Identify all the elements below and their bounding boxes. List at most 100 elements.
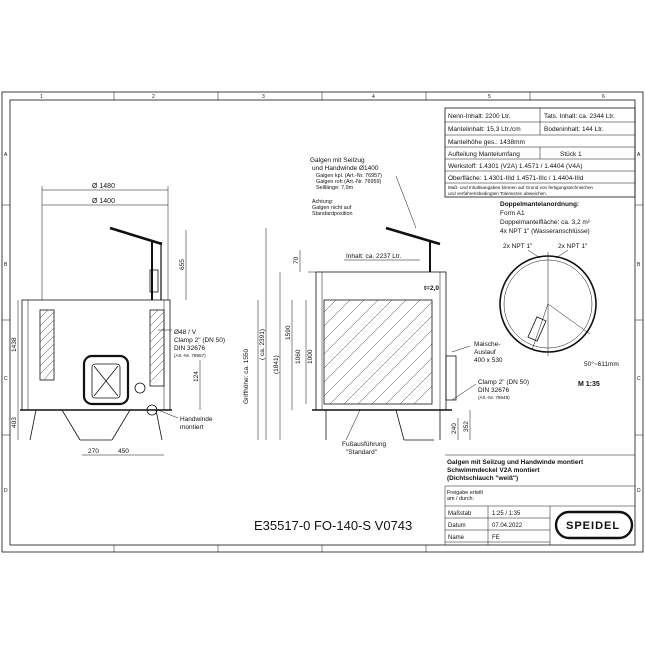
dim-grip: Griffhöhe: ca. 1550	[243, 348, 250, 404]
row-d-right: D	[637, 488, 641, 494]
jacket-hatch-left	[39, 309, 165, 383]
jacket-hatch-side	[323, 299, 433, 405]
desc-2: Schwimmdeckel V2A montiert	[447, 467, 540, 474]
drawing-code: E35517-0 FO-140-S V0743	[254, 518, 412, 533]
col-5: 5	[488, 94, 491, 100]
plan-scale: M 1:35	[578, 381, 600, 388]
col-3: 3	[262, 94, 265, 100]
clamp-label-4: (Art.-Nr. 79657)	[174, 353, 206, 358]
manway-3: 400 x 530	[474, 357, 503, 364]
spec-footnote-2: und verfahrensbedingten Toleranzen abwei…	[448, 191, 547, 196]
clamp2-3: (Art.-Nr. 79649)	[478, 395, 510, 400]
outer-frame	[1, 91, 644, 553]
date-label: Datum	[448, 523, 466, 529]
plan-line-2: Doppelmantelfläche: ca. 3,2 m²	[500, 219, 591, 226]
col-2: 2	[152, 94, 155, 100]
col-4: 4	[372, 94, 375, 100]
spec-tats: Tats. Inhalt: ca. 2344 Ltr.	[544, 113, 615, 120]
dim-height: 1438	[11, 337, 18, 352]
clamp-label-3: DIN 32676	[174, 345, 205, 352]
dim-1590: 1590	[285, 325, 292, 340]
dim-655: 655	[179, 259, 186, 270]
dim-124: 124	[193, 371, 200, 382]
name-value: FE	[492, 535, 500, 541]
dim-2391: ( ca. 2391)	[259, 329, 266, 360]
speidel-logo	[554, 510, 634, 540]
row-b-right: B	[637, 262, 641, 268]
scale-value: 1:25 / 1:35	[492, 511, 521, 517]
dim-1841: (1841)	[273, 355, 280, 374]
row-a-right: A	[637, 152, 641, 158]
dim-inner: Ø 1400	[92, 198, 115, 205]
clamp2-2: DIN 32676	[478, 387, 509, 394]
row-a: A	[4, 152, 8, 158]
row-c: C	[4, 376, 8, 382]
front-view: Ø 1480 Ø 1400	[11, 183, 259, 456]
inner-frame	[9, 99, 636, 546]
attention-1: Achtung:	[312, 199, 333, 205]
date-value: 07.04.2022	[492, 523, 523, 529]
row-d: D	[4, 488, 8, 494]
dim-270: 270	[88, 448, 99, 455]
col-1: 1	[40, 94, 43, 100]
logo-text: SPEIDEL	[566, 520, 620, 532]
scale-label: Maßstab	[448, 511, 472, 517]
spec-nenn: Nenn-Inhalt: 2200 Ltr.	[448, 113, 511, 120]
crane-art-1: Galgen kpl. (Art.-Nr. 76957)	[316, 173, 382, 179]
angle-label: 50°~611mm	[584, 360, 619, 368]
row-b: B	[4, 262, 8, 268]
npt-left: 2x NPT 1"	[503, 243, 533, 250]
dim-1000: 1000	[307, 349, 314, 364]
crane-label-1: Galgen mit Seilzug	[310, 157, 365, 164]
title-block: Galgen mit Seilzug und Handwinde montier…	[254, 454, 635, 545]
desc-1: Galgen mit Seilzug und Handwinde montier…	[447, 459, 584, 466]
crane-label-2: und Handwinde Ø1400	[312, 165, 379, 172]
thickness-label: t=2,0	[424, 285, 439, 292]
winch-label-1: Handwinde	[180, 416, 213, 423]
dim-240: 240	[451, 423, 458, 434]
release-2: am / durch:	[447, 496, 474, 502]
side-view: Galgen mit Seilzug und Handwinde Ø1400 G…	[259, 157, 529, 456]
dim-70: 70	[293, 256, 300, 264]
content-label: Inhalt: ca. 2237 Ltr.	[346, 253, 401, 260]
feet-1: Fußausführung	[342, 441, 386, 448]
plan-line-3: 4x NPT 1" (Wasseranschlüsse)	[500, 228, 590, 235]
name-label: Name	[448, 535, 465, 541]
spec-table: Nenn-Inhalt: 2200 Ltr. Tats. Inhalt: ca.…	[444, 107, 636, 198]
spec-oberflaeche: Oberfläche: 1.4301-IIId 1.4571-IIIc / 1.…	[448, 175, 584, 182]
row-c-right: C	[637, 376, 641, 382]
dim-lower: 403	[11, 417, 18, 428]
npt-right: 2x NPT 1"	[558, 243, 588, 250]
plan-title: Doppelmantelanordnung:	[500, 201, 579, 208]
dim-outer: Ø 1480	[92, 183, 115, 190]
crane-art-2: Galgen roh (Art.-Nr. 76959)	[316, 179, 382, 185]
spec-mantelhoehe: Mantelhöhe ges.: 1438mm	[448, 139, 525, 146]
dim-1060: 1060	[295, 349, 302, 364]
row-markers: A B C D A B C D	[2, 152, 643, 494]
col-6: 6	[602, 94, 605, 100]
dim-352: 352	[463, 421, 470, 432]
plan-line-1: Form A1	[500, 210, 525, 217]
spec-footnote-1: Maß- und Inhaltsangaben können auf Grund…	[448, 185, 594, 190]
spec-mantelinhalt: Mantelinhalt: 15,3 Ltr./cm	[448, 126, 521, 133]
spec-werkstoff: Werkstoff: 1.4301 (V2A) 1.4571 / 1.4404 …	[448, 163, 583, 170]
winch-label-2: montiert	[180, 424, 204, 431]
attention-3: Standardposition	[312, 211, 352, 217]
plan-view: Doppelmantelanordnung: Form A1 Doppelman…	[499, 201, 619, 388]
manway-2: Auslauf	[474, 349, 496, 356]
dim-450: 450	[118, 448, 129, 455]
column-markers: 1 2 3 4 5 6	[40, 92, 605, 552]
attention-2: Galgen nicht auf	[312, 205, 352, 211]
manway-1: Maische-	[474, 341, 500, 348]
feet-2: "Standard"	[346, 449, 378, 456]
release-1: Freigabe erteilt	[447, 490, 483, 496]
spec-stueck: Stück 1	[560, 151, 582, 158]
clamp-label-1: Ø48 / V	[174, 329, 197, 336]
spec-aufteilung: Aufteilung Mantelumfang	[448, 151, 520, 158]
desc-3: (Dichtschlauch "weiß")	[447, 475, 518, 482]
clamp-label-2: Clamp 2" (DN 50)	[174, 337, 225, 344]
spec-bodeninhalt: Bodeninhalt: 144 Ltr.	[544, 126, 604, 133]
crane-art-3: Seillänge: 7,9m	[316, 185, 354, 191]
clamp2-1: Clamp 2" (DN 50)	[478, 379, 529, 386]
